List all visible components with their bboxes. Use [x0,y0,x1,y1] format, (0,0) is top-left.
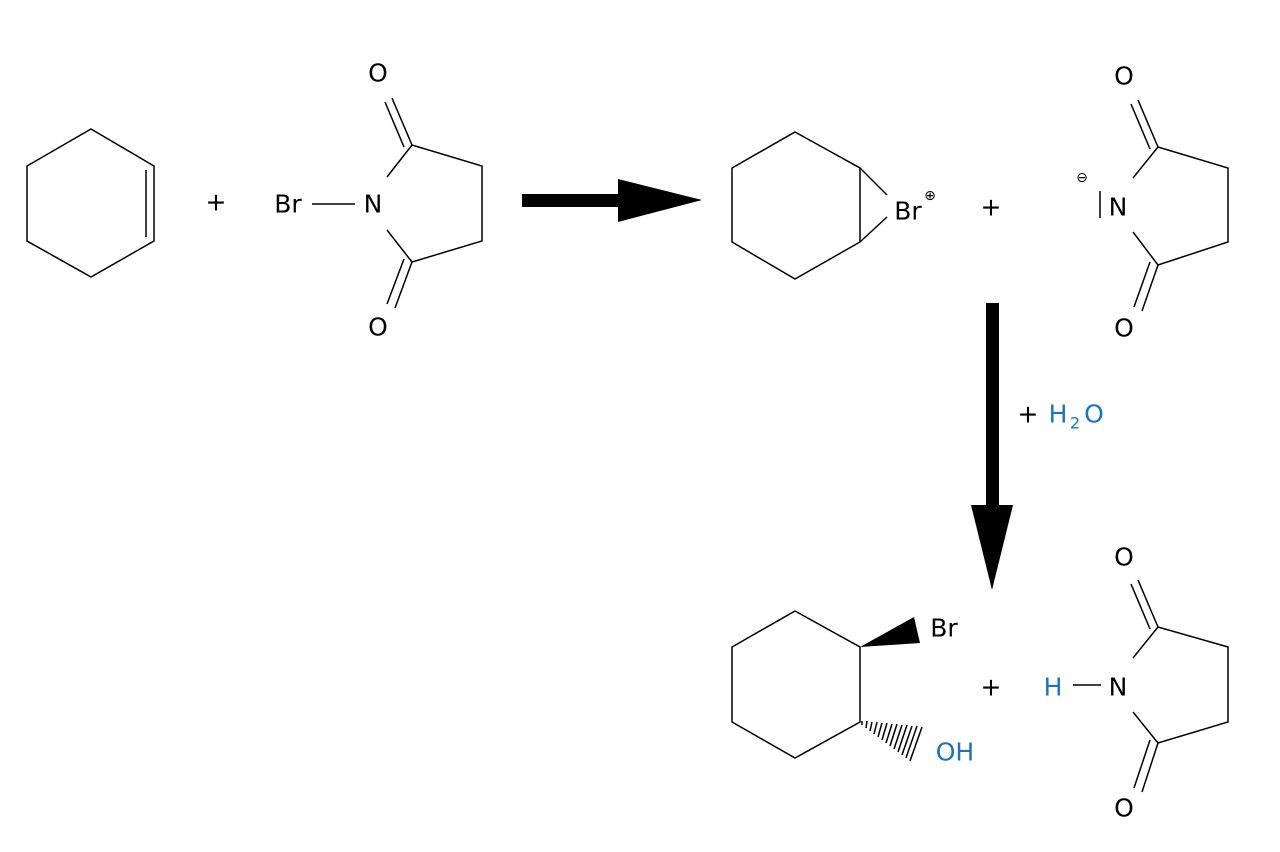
atom-br: Br [894,197,922,226]
atom-n: N [1109,673,1128,702]
atom-h: H [1044,673,1063,702]
succinimide-anion: ⊖ N O O [1076,62,1229,343]
atom-o-top: O [368,59,388,88]
atom-br: Br [274,190,302,219]
atom-o-top: O [1114,543,1134,572]
cyclohexene [26,128,155,278]
plus-sign-3: + [981,673,1002,702]
wedge-bond [860,617,920,647]
group-oh: OH [936,738,974,767]
atom-n: N [364,190,383,219]
hashed-bond [861,720,923,762]
atom-br: Br [930,614,958,643]
negative-charge-icon: ⊖ [1076,170,1088,186]
reaction-arrow-down [971,303,1013,590]
reagent-subscript: 2 [1070,414,1080,433]
atom-o-bottom: O [368,313,388,342]
plus-sign-1: + [206,188,227,217]
n-bromosuccinimide: Br N O O [274,59,483,342]
reagent-o: O [1084,400,1104,429]
reagent-plus: + [1018,400,1039,429]
atom-n: N [1109,193,1128,222]
succinimide: H N O O [1044,543,1229,823]
reagent-h: H [1049,400,1068,429]
bromonium-ion: Br ⊕ [731,131,936,280]
plus-sign-2: + [981,193,1002,222]
atom-o-top: O [1114,62,1134,91]
atom-o-bottom: O [1114,794,1134,823]
reaction-arrow-right [522,179,702,222]
trans-2-bromocyclohexanol: Br OH [731,610,974,767]
positive-charge-icon: ⊕ [924,188,936,204]
reagent-water-label: + H 2 O [1018,400,1104,433]
atom-o-bottom: O [1114,314,1134,343]
